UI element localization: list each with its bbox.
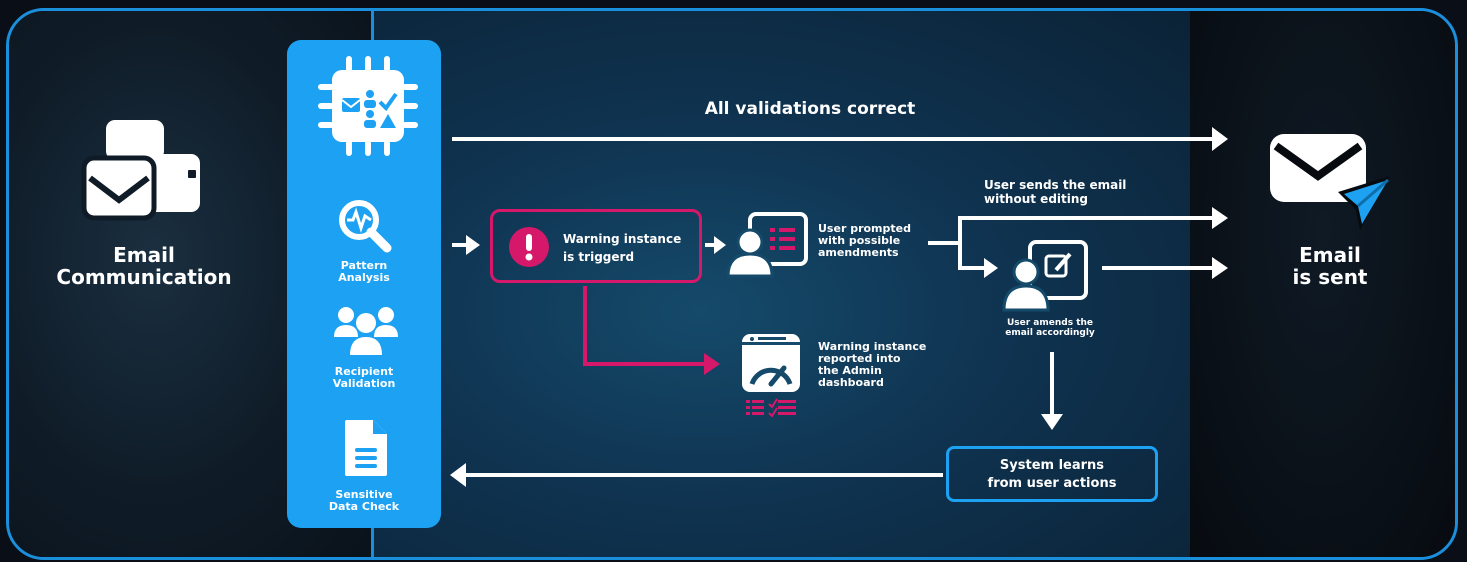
prompt-label-2: with possible — [818, 234, 901, 247]
diagram-frame — [6, 8, 1458, 560]
user-prompted-icon — [726, 212, 808, 278]
all-validations-label: All validations correct — [704, 99, 916, 119]
report-label-3: the Admin — [818, 364, 882, 377]
user-amends-label-1: User amends the — [1006, 318, 1094, 328]
pattern-analysis-label-1: Pattern — [340, 259, 388, 272]
panel-validation-flow — [371, 11, 1193, 557]
warning-label-2: is triggerd — [563, 250, 635, 264]
email-sent-title-1: Email — [1299, 243, 1361, 267]
system-learns-label-1: System learns — [999, 458, 1105, 473]
email-communication-icon — [81, 120, 200, 221]
prompt-label-1: User prompted — [818, 222, 911, 235]
sensitive-data-label-2: Data Check — [328, 500, 400, 513]
email-sent-icon — [1270, 134, 1390, 230]
user-amends-icon — [1002, 240, 1088, 312]
email-communication-title-1: Email — [113, 243, 175, 267]
report-label-4: dashboard — [818, 376, 884, 389]
system-learns-box: System learns from user actions — [946, 446, 1158, 502]
user-amends-label-2: email accordingly — [1005, 328, 1095, 338]
pattern-analysis-icon — [339, 200, 392, 253]
user-sends-label-1: User sends the email — [984, 178, 1127, 192]
warning-label-1: Warning instance — [563, 232, 682, 246]
warning-exclamation-icon — [509, 227, 549, 267]
ai-chip-icon — [318, 56, 418, 156]
email-sent-title-2: is sent — [1292, 265, 1368, 289]
system-learns-label-2: from user actions — [987, 476, 1117, 491]
warning-box — [490, 209, 702, 283]
sensitive-data-icon — [345, 420, 387, 476]
recipient-validation-label-2: Validation — [332, 377, 396, 390]
report-label-2: reported into — [818, 352, 901, 365]
recipient-validation-label-1: Recipient — [334, 365, 394, 378]
recipient-validation-icon — [334, 307, 398, 355]
pattern-analysis-label-2: Analysis — [338, 271, 390, 284]
user-sends-label-2: without editing — [984, 192, 1089, 206]
prompt-label-3: amendments — [818, 246, 899, 259]
report-label-1: Warning instance — [818, 340, 927, 353]
sensitive-data-label-1: Sensitive — [335, 488, 393, 501]
panel-email-sent — [1190, 11, 1455, 557]
email-communication-title-2: Communication — [56, 265, 232, 289]
admin-dashboard-icon — [742, 334, 800, 418]
